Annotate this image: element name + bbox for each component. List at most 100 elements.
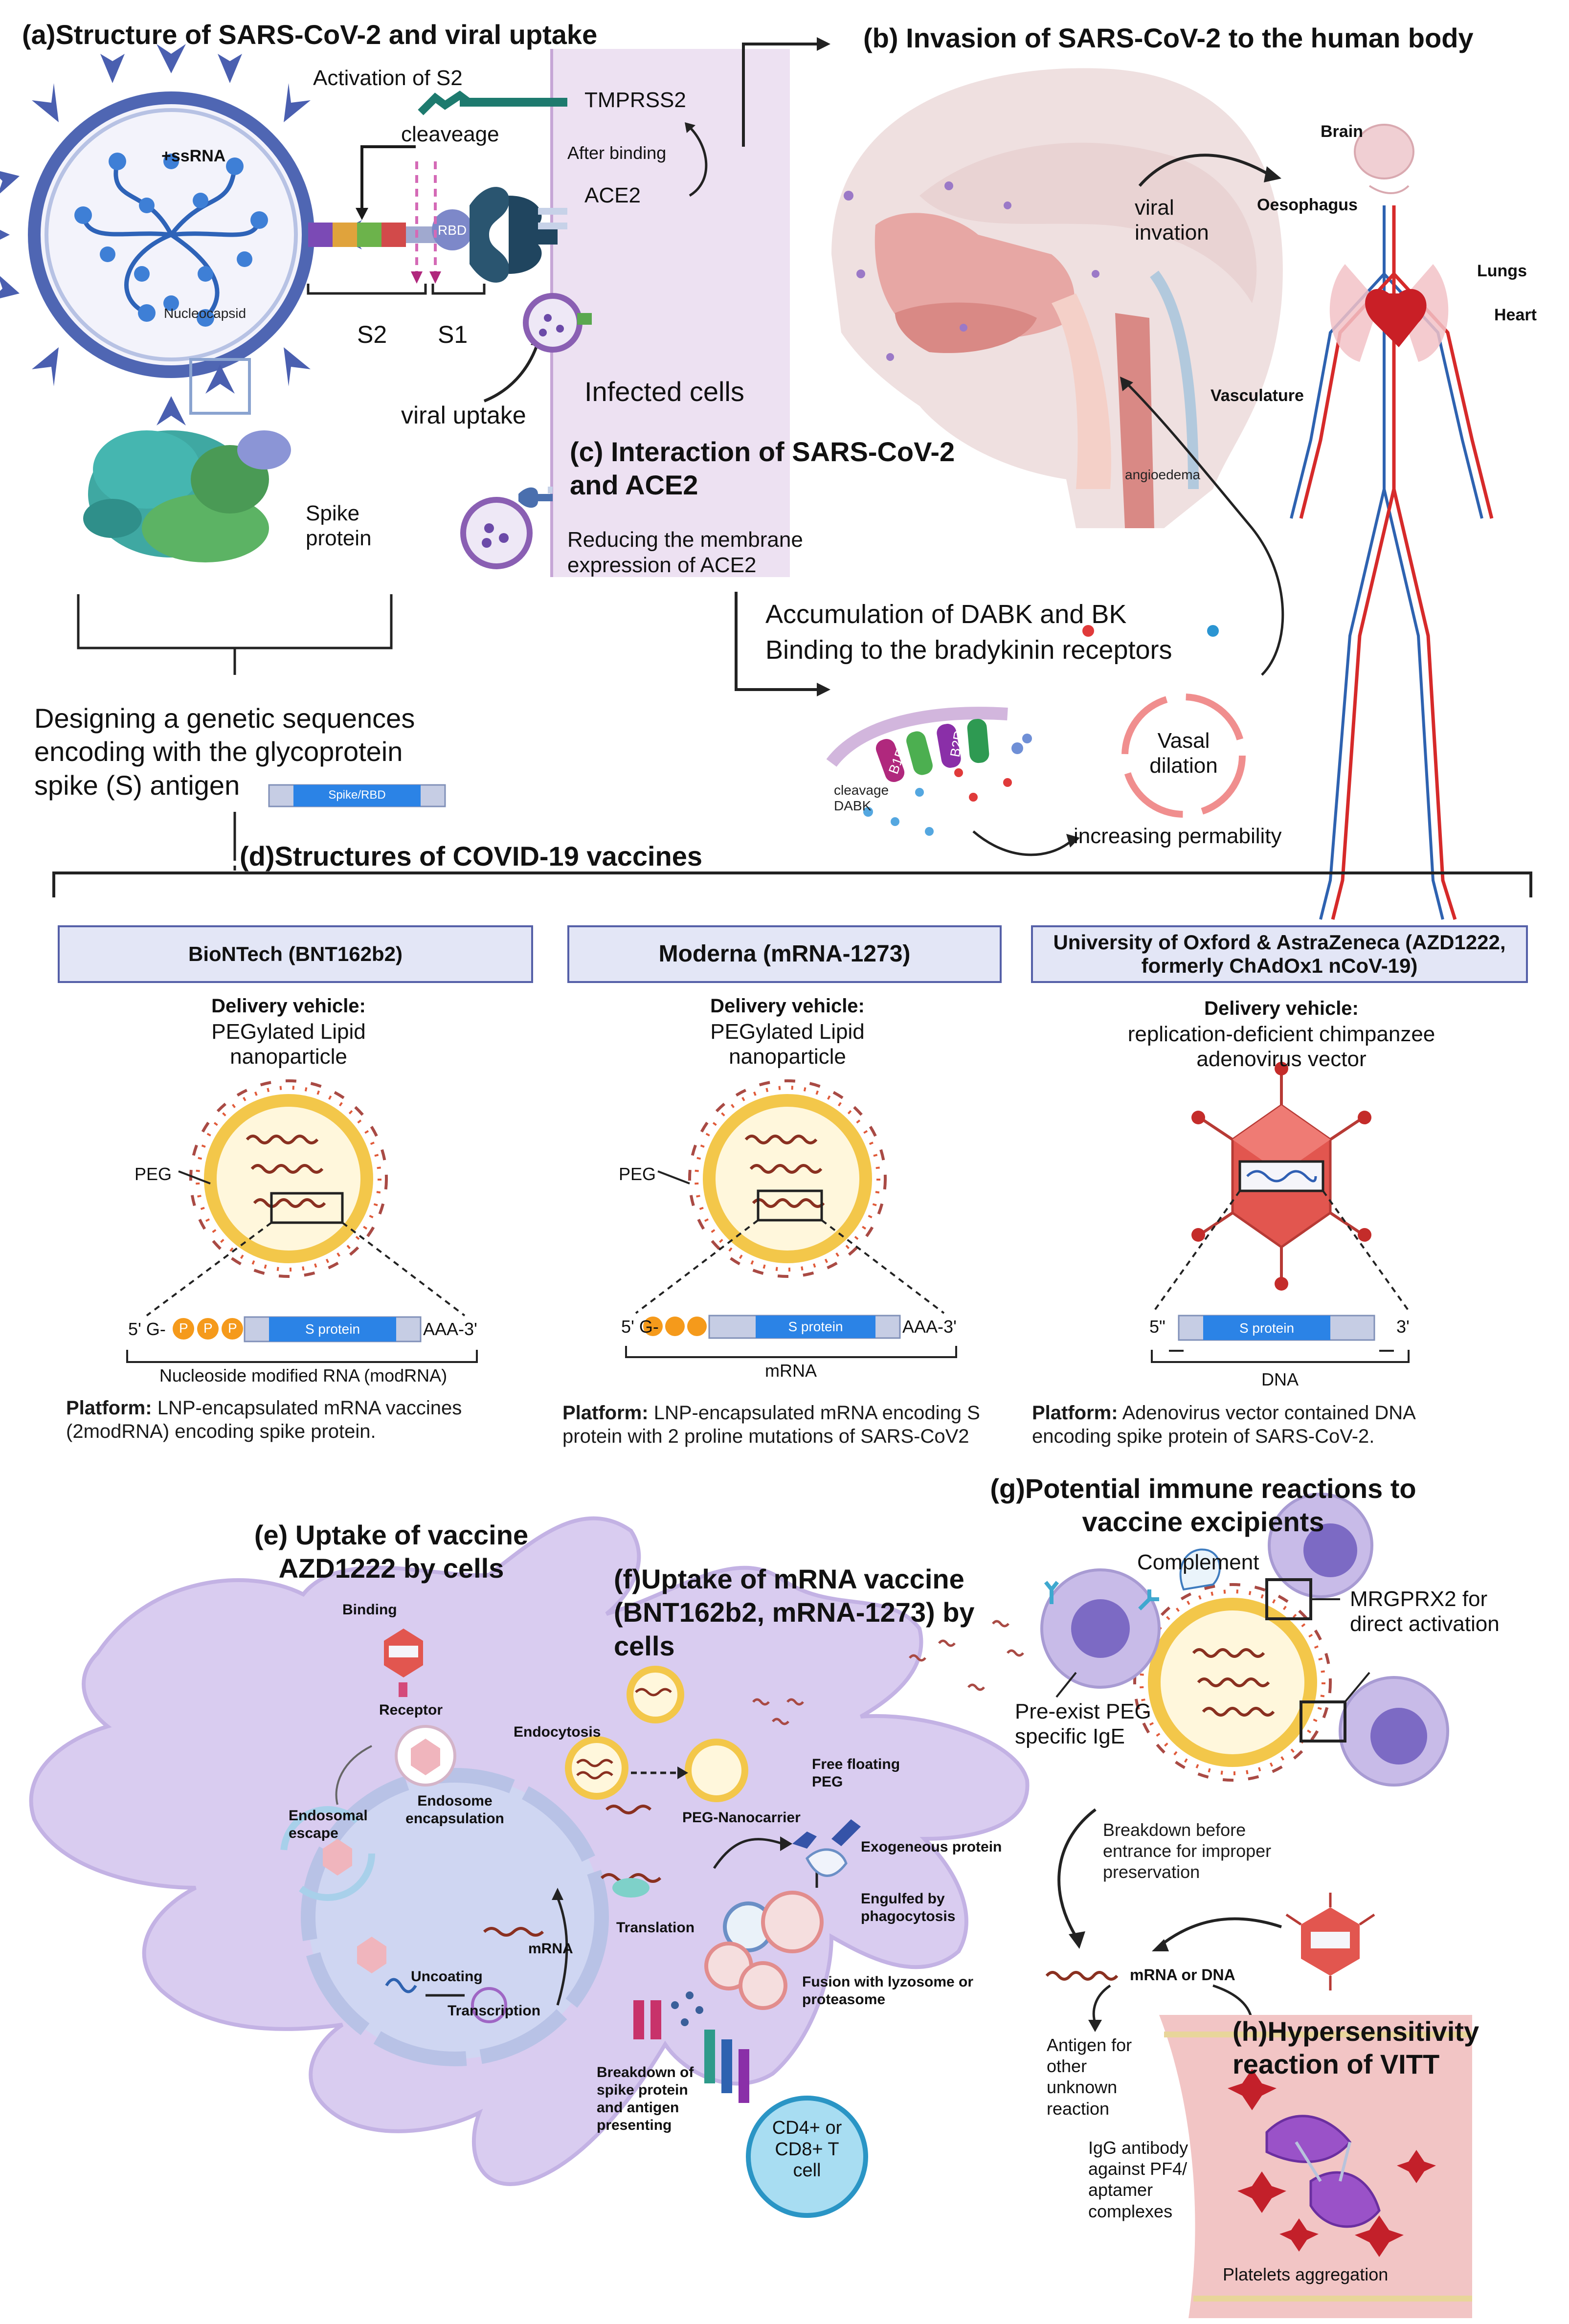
platelets-aggregation-label: Platelets aggregation — [1223, 2264, 1389, 2284]
spike-protein-structure — [83, 430, 291, 562]
engulfed-label: Engulfed by phagocytosis — [861, 1891, 956, 1924]
after-binding-label: After binding — [567, 143, 667, 163]
construct-left-1: 5' G- — [128, 1319, 166, 1339]
construct-caption-2: mRNA — [765, 1361, 817, 1381]
mhc-tcell-synapse — [633, 1991, 868, 2218]
delivery-value-1: PEGylated Lipid nanoparticle — [211, 1020, 366, 1069]
breakdown-spike-label: Breakdown of spike protein and antigen p… — [597, 2064, 694, 2133]
platform-block-3: Platform: Adenovirus vector contained DN… — [1032, 1401, 1482, 1448]
bradykinin-receptor-membrane — [826, 707, 1032, 836]
lnp-particle-biontech — [146, 1079, 466, 1317]
panel-e-title: (e) Uptake of vaccine AZD1222 by cells — [254, 1520, 529, 1584]
panel-h-title: (h)Hypersensitivity reaction of VITT — [1233, 2016, 1479, 2080]
lungs-label: Lungs — [1477, 262, 1527, 280]
delivery-value-3: replication-deficient chimpanzee adenovi… — [1127, 1022, 1435, 1071]
viral-invation-label: viral invation — [1135, 196, 1209, 245]
vitt-blood-vessel — [1159, 2015, 1472, 2318]
designing-caption: Designing a genetic sequences encoding w… — [34, 703, 415, 801]
platform-text-1: LNP-encapsulated mRNA vaccines (2modRNA)… — [66, 1397, 462, 1442]
tmprss2-protease — [418, 90, 567, 115]
rbd-label: RBD — [438, 223, 467, 238]
s-protein-label-3: S protein — [1239, 1320, 1295, 1336]
endocytic-vesicles — [565, 1666, 748, 1802]
breakdown-before-label: Breakdown before entrance for improper p… — [1103, 1820, 1272, 1882]
endosomal-escape-label: Endosomal escape — [289, 1808, 368, 1841]
viral-uptake-label: viral uptake — [401, 402, 526, 429]
oesophagus-label: Oesophagus — [1257, 196, 1358, 214]
peg-label-1: PEG — [134, 1164, 172, 1184]
preexist-ige-label: Pre-exist PEG specific IgE — [1015, 1699, 1151, 1748]
antigen-other-label: Antigen for other unknown reaction — [1047, 2035, 1132, 2119]
exogeneous-protein-label: Exogeneous protein — [861, 1839, 1002, 1855]
activation-s2-label: Activation of S2 — [313, 66, 463, 90]
vasculature-label: Vasculature — [1210, 386, 1304, 405]
s-protein-label-2: S protein — [788, 1319, 843, 1334]
mrgprx2-label: MRGPRX2 for direct activation — [1350, 1587, 1500, 1636]
infected-cells-label: Infected cells — [584, 376, 744, 407]
cleavage-dabk-label: cleavage DABK — [834, 782, 889, 814]
adenovirus-binding — [280, 1629, 568, 2023]
panel-g-title: (g)Potential immune reactions to vaccine… — [990, 1473, 1416, 1538]
delivery-label-1: Delivery vehicle: — [211, 995, 366, 1017]
construct-caption-3: DNA — [1261, 1369, 1299, 1389]
binding-label: Binding — [342, 1602, 397, 1618]
construct-mrna — [625, 1315, 957, 1358]
lnp-particle-moderna — [635, 1079, 945, 1314]
heart-label: Heart — [1494, 306, 1537, 324]
spike-rbd-bar-label: Spike/RBD — [328, 788, 386, 802]
construct-modrna — [126, 1316, 478, 1363]
delivery-label-2: Delivery vehicle: — [710, 995, 865, 1017]
tcell-label: CD4+ or CD8+ T cell — [772, 2118, 842, 2181]
vasal-dilation-ring — [1121, 693, 1246, 818]
adenovirus-degraded — [1285, 1893, 1375, 1990]
platform-label-2: Platform: — [562, 1402, 649, 1424]
platform-label-1: Platform: — [66, 1397, 152, 1419]
dendritic-cell-body — [29, 1516, 1030, 2186]
platform-text-2: LNP-encapsulated mRNA encoding S protein… — [562, 1402, 980, 1447]
construct-dna — [1151, 1315, 1410, 1363]
cleavage-label: cleaveage — [401, 122, 499, 146]
spike-protein-label: Spike protein — [306, 501, 372, 550]
transcription-label: Transcription — [448, 2003, 541, 2019]
increasing-permability-label: increasing permability — [1074, 824, 1282, 848]
platform-text-3: Adenovirus vector contained DNA encoding… — [1032, 1402, 1415, 1447]
ssrna-label: +ssRNA — [161, 147, 226, 165]
panel-a-title: (a)Structure of SARS-CoV-2 and viral upt… — [22, 19, 598, 50]
uncoating-label: Uncoating — [411, 1968, 483, 1985]
vaccine-box-biontech: BioNTech (BNT162b2) — [58, 925, 533, 983]
construct-right-3: 3' — [1396, 1317, 1410, 1337]
ntd-label: NTD — [306, 149, 334, 164]
receptor-label: Receptor — [379, 1702, 443, 1718]
accumulation-label: Accumulation of DABK and BK — [765, 600, 1127, 629]
igg-antibody-label: IgG antibody against PF4/ aptamer comple… — [1088, 2138, 1188, 2221]
s-protein-label-1: S protein — [305, 1321, 360, 1337]
peg-nanocarrier-label: PEG-Nanocarrier — [682, 1810, 801, 1826]
platform-block-1: Platform: LNP-encapsulated mRNA vaccines… — [66, 1396, 506, 1443]
peg-label-2: PEG — [619, 1164, 656, 1184]
panel-c-title: (c) Interaction of SARS-CoV-2 and ACE2 — [570, 436, 955, 501]
platform-block-2: Platform: LNP-encapsulated mRNA encoding… — [562, 1401, 983, 1448]
reducing-ace2-label: Reducing the membrane expression of ACE2 — [567, 528, 803, 577]
complement-label: Complement — [1137, 1550, 1259, 1574]
panel-f-title: (f)Uptake of mRNA vaccine (BNT162b2, mRN… — [614, 1564, 975, 1661]
platform-label-3: Platform: — [1032, 1402, 1118, 1424]
construct-right-1: AAA-3' — [423, 1319, 477, 1339]
spike-ace2-complex — [308, 187, 567, 283]
tmprss2-label: TMPRSS2 — [584, 88, 686, 112]
vasal-dilation-label: Vasal dilation — [1149, 729, 1218, 778]
sars-cov-2-virion — [0, 44, 362, 425]
fusion-label: Fusion with lyzosome or proteasome — [802, 1974, 974, 2008]
human-body-vasculature — [1290, 124, 1494, 920]
free-peg-label: Free floating PEG — [812, 1756, 900, 1790]
panel-b-title: (b) Invasion of SARS-CoV-2 to the human … — [863, 22, 1474, 53]
cap-p-2: P — [203, 1320, 213, 1336]
mast-cells — [1040, 1493, 1449, 1787]
binding-receptors-label: Binding to the bradykinin receptors — [765, 635, 1172, 665]
vaccine-box-oxford: University of Oxford & AstraZeneca (AZD1… — [1031, 925, 1528, 983]
brain-label: Brain — [1321, 122, 1363, 141]
angioedema-label: angioedema — [1125, 467, 1201, 482]
s2-label: S2 — [357, 321, 387, 348]
construct-left-3: 5" — [1149, 1317, 1166, 1337]
ace2-label: ACE2 — [584, 183, 641, 207]
